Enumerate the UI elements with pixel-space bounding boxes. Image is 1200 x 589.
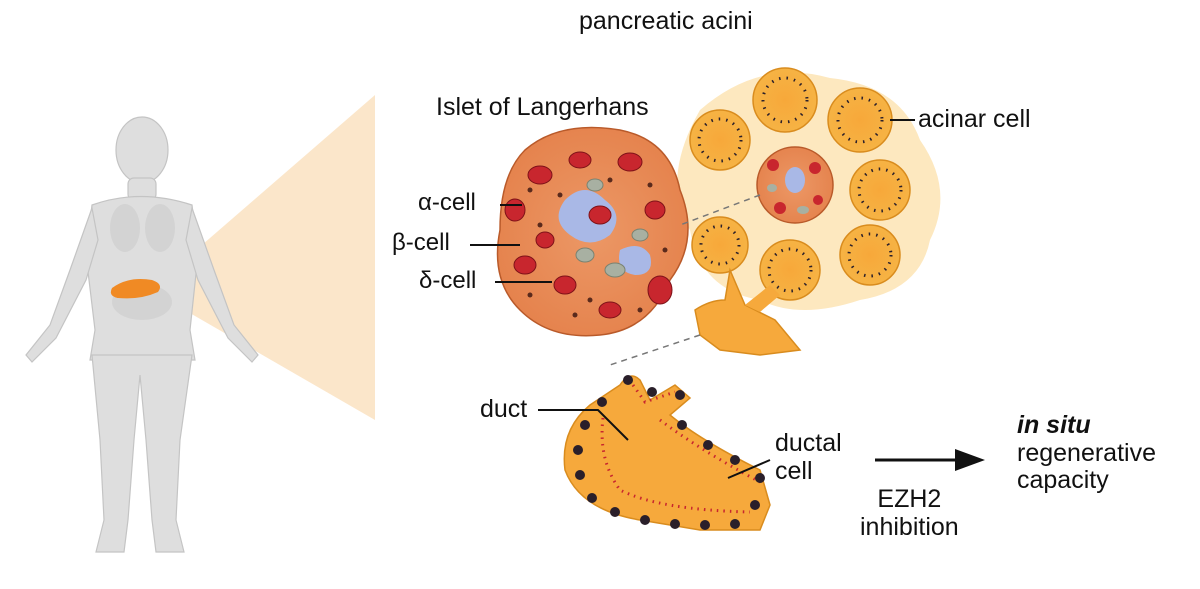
ezh2-arrow-head <box>955 449 985 471</box>
acinus <box>752 67 818 133</box>
label-pancreatic-acini: pancreatic acini <box>579 7 753 35</box>
label-alpha-cell: α-cell <box>418 189 476 216</box>
label-beta-cell: β-cell <box>392 229 450 256</box>
label-ezh2-inhibition: EZH2 inhibition <box>860 485 959 541</box>
dashed-connector <box>609 334 701 366</box>
acinus <box>849 159 911 221</box>
leader-duct <box>538 409 629 441</box>
label-ductal-cell-line2: cell <box>775 456 813 485</box>
label-regenerative: regenerative <box>1017 438 1156 467</box>
label-regenerative-capacity: in situ regenerative capacity <box>1017 411 1156 495</box>
acinus <box>689 109 751 171</box>
capillary <box>619 246 651 275</box>
small-duct-branch <box>745 285 780 312</box>
alpha-cells <box>504 151 673 319</box>
pancreas-organ <box>110 279 160 299</box>
label-islet-of-langerhans: Islet of Langerhans <box>436 93 649 121</box>
large-duct <box>563 375 771 531</box>
zoom-cone <box>150 95 375 420</box>
ductal-nuclei <box>573 375 765 530</box>
label-ezh2-line1: EZH2 <box>877 485 942 513</box>
delta-cells <box>575 178 649 278</box>
acinar-units <box>689 67 911 301</box>
islet-of-langerhans <box>496 126 689 337</box>
capillary <box>558 190 617 243</box>
small-islet <box>756 146 834 224</box>
label-duct: duct <box>480 395 528 423</box>
acinus <box>839 224 901 286</box>
acinus <box>691 216 749 274</box>
label-capacity: capacity <box>1017 466 1109 494</box>
human-body-figure <box>25 116 259 553</box>
dashed-connector <box>679 194 761 226</box>
label-in-situ: in situ <box>1017 411 1091 439</box>
label-acinar-cell: acinar cell <box>918 105 1031 133</box>
label-delta-cell: δ-cell <box>419 267 477 294</box>
label-ductal-cell: ductal cell <box>775 429 842 485</box>
small-duct <box>694 267 802 356</box>
label-ductal-cell-line1: ductal <box>775 429 842 457</box>
leader-ductal-cell <box>727 459 771 479</box>
label-ezh2-line2: inhibition <box>860 512 959 541</box>
acinus <box>759 239 821 301</box>
acinus <box>827 87 893 153</box>
cell-nuclei <box>527 177 668 318</box>
